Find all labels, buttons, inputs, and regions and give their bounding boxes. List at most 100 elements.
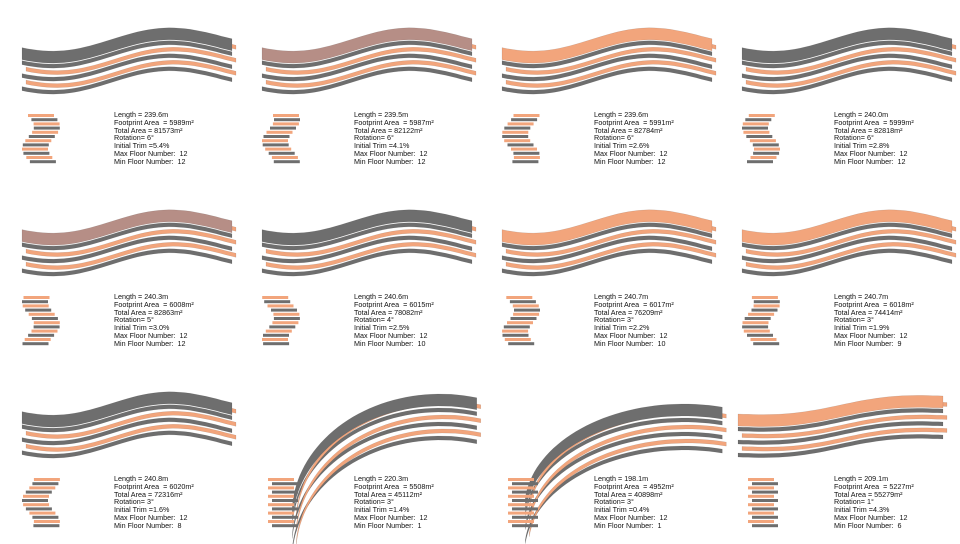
metric-label: Rotation= bbox=[594, 315, 627, 325]
metric-label: Footprint Area = bbox=[834, 299, 890, 309]
massing-model bbox=[261, 27, 477, 95]
floor-bar bbox=[502, 333, 529, 337]
metric-min: Min Floor Number: 12 bbox=[114, 339, 194, 348]
metric-footprint: Footprint Area = 5508m² bbox=[354, 482, 434, 491]
metric-total: Total Area = 78082m² bbox=[354, 307, 434, 317]
floor-bar bbox=[512, 499, 538, 502]
floor-slab bbox=[261, 248, 473, 277]
metric-label: Total Area = bbox=[834, 125, 875, 135]
metric-value: 1.6% bbox=[152, 505, 170, 515]
floor-slab bbox=[25, 47, 237, 75]
metric-label: Max Floor Number: bbox=[354, 148, 420, 158]
metric-label: Length = bbox=[834, 292, 865, 301]
floor-bar bbox=[262, 143, 289, 147]
metric-label: Rotation= bbox=[114, 497, 147, 507]
floor-bar bbox=[506, 296, 533, 299]
floor-bar bbox=[508, 478, 534, 481]
massing-model bbox=[525, 403, 727, 544]
metric-label: Total Area = bbox=[594, 125, 635, 135]
metric-max: Max Floor Number: 12 bbox=[114, 332, 194, 340]
metric-label: Initial Trim = bbox=[834, 323, 873, 333]
metric-value: 239.6m bbox=[144, 110, 169, 119]
floor-bar bbox=[502, 329, 529, 333]
floor-bar bbox=[747, 160, 773, 164]
metric-label: Total Area = bbox=[354, 307, 395, 317]
floor-bar bbox=[23, 296, 50, 299]
metric-length: Length = 220.3m bbox=[354, 475, 434, 483]
metric-footprint: Footprint Area = 5999m² bbox=[834, 118, 914, 127]
floor-bar bbox=[753, 342, 780, 346]
floor-bar bbox=[272, 490, 298, 494]
floor-bar bbox=[508, 503, 534, 507]
metric-total: Total Area = 40898m² bbox=[594, 490, 674, 499]
metric-label: Rotation= bbox=[594, 497, 627, 507]
floor-slab bbox=[737, 421, 944, 445]
metric-label: Rotation= bbox=[834, 133, 867, 143]
metric-rotation: Rotation= 3° bbox=[354, 498, 434, 506]
metric-total: Total Area = 82122m² bbox=[354, 125, 434, 135]
metric-length: Length = 239.6m bbox=[594, 111, 674, 119]
floor-offset-diagram bbox=[22, 296, 60, 346]
floor-offset-diagram bbox=[502, 114, 540, 164]
floor-bar bbox=[753, 151, 780, 155]
metric-label: Min Floor Number: bbox=[114, 156, 178, 166]
metric-label: Initial Trim = bbox=[594, 323, 633, 333]
floor-bar bbox=[268, 151, 295, 155]
metric-value: 3° bbox=[626, 315, 634, 325]
roof-slab bbox=[741, 209, 953, 246]
metric-value: 3° bbox=[626, 497, 634, 507]
metric-trim: Initial Trim =2.2% bbox=[594, 324, 674, 332]
metric-label: Footprint Area = bbox=[594, 481, 650, 491]
floor-bar bbox=[752, 507, 778, 511]
metric-label: Length = bbox=[594, 474, 625, 483]
metric-trim: Initial Trim =1.4% bbox=[354, 506, 434, 514]
floor-slab bbox=[529, 438, 727, 537]
metric-trim: Initial Trim =3.0% bbox=[114, 324, 194, 332]
metric-label: Footprint Area = bbox=[114, 117, 170, 127]
metric-min: Min Floor Number: 1 bbox=[594, 521, 674, 530]
metric-value: 82863m² bbox=[154, 307, 183, 317]
metric-label: Total Area = bbox=[834, 307, 875, 317]
floor-bar bbox=[508, 511, 534, 515]
floor-slab bbox=[261, 66, 473, 95]
metric-footprint: Footprint Area = 4952m² bbox=[594, 481, 674, 491]
floor-bar bbox=[272, 321, 299, 325]
metric-trim: Initial Trim =2.5% bbox=[354, 324, 434, 332]
metric-rotation: Rotation= 3° bbox=[114, 498, 194, 506]
floor-bar bbox=[32, 482, 59, 486]
metric-value: 5987m² bbox=[409, 117, 434, 127]
metric-value: 4.3% bbox=[872, 505, 890, 515]
metric-total: Total Area = 72316m² bbox=[114, 490, 194, 499]
floor-bar bbox=[32, 515, 59, 519]
metric-label: Total Area = bbox=[354, 125, 395, 135]
metric-label: Initial Trim = bbox=[834, 141, 873, 151]
metric-label: Rotation= bbox=[354, 497, 387, 507]
floor-slab bbox=[265, 242, 477, 270]
floor-bar bbox=[748, 114, 775, 117]
floor-bar bbox=[750, 156, 777, 159]
floor-slab bbox=[501, 222, 713, 251]
metric-value: 240.8m bbox=[144, 474, 169, 483]
floor-bar bbox=[747, 333, 773, 337]
metric-footprint: Footprint Area = 5227m² bbox=[834, 482, 914, 491]
floor-bar bbox=[268, 494, 294, 498]
metric-label: Footprint Area = bbox=[354, 117, 410, 127]
metric-length: Length = 239.6m bbox=[114, 111, 194, 119]
metric-total: Total Area = 55279m² bbox=[834, 490, 914, 499]
metric-value: 12 bbox=[419, 512, 428, 522]
floor-bar bbox=[503, 325, 530, 329]
floor-offset-diagram bbox=[22, 478, 60, 528]
roof-slab bbox=[501, 27, 713, 64]
floor-bar bbox=[508, 494, 534, 498]
metric-label: Min Floor Number: bbox=[594, 156, 658, 166]
floor-bar bbox=[504, 126, 531, 130]
metric-label: Min Floor Number: bbox=[114, 520, 178, 530]
metric-label: Initial Trim = bbox=[594, 505, 633, 515]
metric-value: 3° bbox=[146, 497, 154, 507]
floor-slab bbox=[745, 242, 957, 270]
